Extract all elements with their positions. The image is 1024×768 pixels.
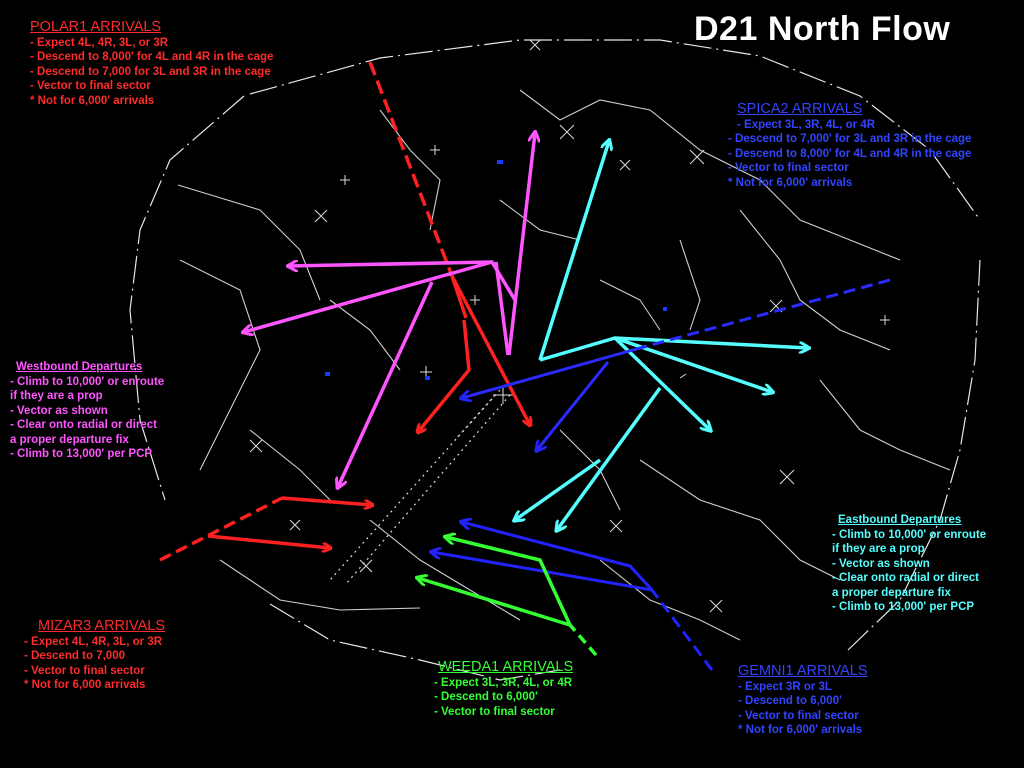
airspace-boundary (129, 39, 981, 681)
gemni1-line: - Expect 3R or 3L (738, 681, 832, 693)
fix-markers (249, 39, 890, 613)
weeda1-arrivals-note: WEEDA1 ARRIVALS - Expect 3L, 3R, 4L, or … (434, 658, 573, 719)
eastbound-line: - Climb to 10,000' or enroute (832, 529, 987, 541)
westbound-line: if they are a prop (10, 390, 103, 403)
eastbound-departures-note: Eastbound Departures - Climb to 10,000' … (832, 513, 986, 614)
mizar3-heading: MIZAR3 ARRIVALS (38, 618, 166, 634)
polar1-heading: POLAR1 ARRIVALS (30, 19, 162, 35)
polar1-route (368, 61, 530, 432)
weeda1-line: - Descend to 6,000' (434, 691, 538, 704)
gemni1-line: - Vector to final sector (738, 709, 859, 722)
westbound-line: - Climb to 13,000' per PCP (10, 448, 153, 461)
mizar3-line: * Not for 6,000 arrivals (24, 679, 146, 692)
westbound-line: a proper departure fix (10, 433, 129, 446)
westbound-routes (244, 133, 535, 487)
polar1-line: * Not for 6,000' arrivals (30, 94, 155, 107)
polar1-line: - Descend to 8,000' for 4L and 4R in the… (30, 51, 274, 64)
spica2-line: - Descend to 8,000' for 4L and 4R in the… (728, 147, 972, 160)
westbound-line: - Climb to 10,000' or enroute (10, 376, 165, 388)
runway-approach (329, 389, 511, 586)
polar1-line: - Descend to 7,000 for 3L and 3R in the … (30, 65, 271, 78)
gemni1-route (432, 522, 714, 671)
polar1-line: - Vector to final sector (30, 80, 151, 93)
spica2-arrivals-note: SPICA2 ARRIVALS - Expect 3L, 3R, 4L, or … (728, 100, 971, 190)
airport-blips (325, 160, 667, 380)
gemni1-heading: GEMNI1 ARRIVALS (738, 663, 868, 679)
westbound-heading: Westbound Departures (16, 361, 143, 373)
gemni1-arrivals-note: GEMNI1 ARRIVALS - Expect 3R or 3L - Desc… (738, 662, 867, 738)
eastbound-line: - Vector as shown (832, 557, 930, 570)
gemni1-line: - Descend to 6,000' (738, 695, 842, 708)
spica2-line: - Vector to final sector (728, 162, 849, 175)
eastbound-routes (515, 141, 808, 530)
sector-lines (177, 89, 951, 641)
spica2-line: - Descend to 7,000' for 3L and 3R in the… (728, 133, 972, 146)
weeda1-line: - Vector to final sector (434, 705, 555, 718)
mizar3-line: - Expect 4L, 4R, 3L, or 3R (24, 636, 163, 648)
polar1-arrivals-note: POLAR1 ARRIVALS - Expect 4L, 4R, 3L, or … (30, 18, 273, 108)
spica2-line: * Not for 6,000' arrivals (728, 176, 853, 189)
eastbound-line: - Climb to 13,000' per PCP (832, 601, 975, 614)
eastbound-line: if they are a prop (832, 543, 925, 556)
spica2-line: - Expect 3L, 3R, 4L, or 4R (737, 119, 876, 131)
mizar3-route (159, 496, 372, 562)
eastbound-line: - Clear onto radial or direct (832, 572, 979, 585)
weeda1-heading: WEEDA1 ARRIVALS (438, 659, 574, 675)
weeda1-line: - Expect 3L, 3R, 4L, or 4R (434, 677, 573, 689)
spica2-route (462, 278, 891, 450)
mizar3-line: - Descend to 7,000 (24, 650, 125, 663)
polar1-line: - Expect 4L, 4R, 3L, or 3R (30, 37, 169, 49)
page-title: D21 North Flow (694, 10, 951, 48)
mizar3-line: - Vector to final sector (24, 664, 145, 677)
mizar3-arrivals-note: MIZAR3 ARRIVALS - Expect 4L, 4R, 3L, or … (24, 617, 165, 693)
gemni1-line: * Not for 6,000' arrivals (738, 724, 863, 737)
spica2-heading: SPICA2 ARRIVALS (737, 101, 863, 117)
westbound-departures-note: Westbound Departures - Climb to 10,000' … (10, 360, 164, 461)
eastbound-line: a proper departure fix (832, 586, 951, 599)
westbound-line: - Vector as shown (10, 404, 108, 417)
westbound-line: - Clear onto radial or direct (10, 419, 157, 432)
eastbound-heading: Eastbound Departures (838, 514, 962, 526)
weeda1-route (418, 537, 598, 657)
